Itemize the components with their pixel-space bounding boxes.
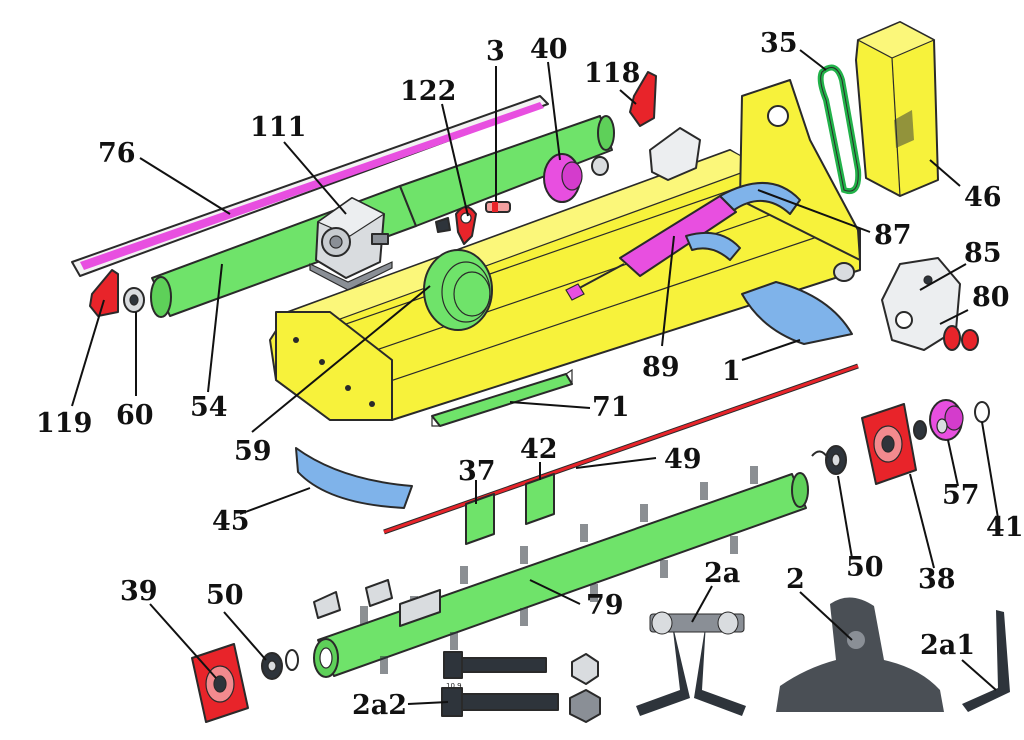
bracket-part-118 [629, 71, 657, 127]
callout-89: 89 [642, 352, 680, 383]
callout-38: 38 [918, 564, 956, 595]
callout-60: 60 [116, 400, 154, 431]
bolt-grade-marking: 10.9 [446, 682, 462, 690]
hub-part-80 [943, 325, 979, 351]
callout-2a: 2a [704, 558, 740, 589]
plate-part-37 [465, 493, 495, 545]
callout-111: 111 [250, 112, 306, 143]
callout-45: 45 [212, 506, 250, 537]
bearing-part-50-left [261, 649, 299, 680]
callout-40: 40 [530, 34, 568, 65]
callout-41: 41 [986, 512, 1024, 543]
callout-122: 122 [400, 76, 456, 107]
callout-labels: 3 40 122 111 118 35 46 76 87 85 80 89 1 … [36, 28, 1024, 721]
callout-85: 85 [964, 238, 1002, 269]
bracket-part-119 [89, 269, 119, 317]
hammer-blade-part-2 [776, 597, 944, 712]
callout-37: 37 [458, 456, 496, 487]
bearing-plate-part-39 [191, 643, 249, 723]
hinge-bracket [649, 127, 701, 181]
guard-bracket-part-87 [685, 182, 801, 261]
callout-39: 39 [120, 576, 158, 607]
callout-3: 3 [486, 36, 505, 67]
bolt-and-nut-large-part-2a2 [441, 687, 601, 723]
pulley-part-57 [913, 399, 964, 441]
callout-2: 2 [786, 564, 805, 595]
flail-brackets [313, 579, 441, 627]
callout-2a2: 2a2 [352, 690, 407, 721]
callout-79: 79 [586, 590, 624, 621]
callout-2a1: 2a1 [920, 630, 975, 661]
bearing-part-60 [123, 287, 145, 313]
callout-71: 71 [592, 392, 630, 423]
rotor-shaft-part-79 [313, 466, 809, 678]
callout-119: 119 [36, 408, 92, 439]
callout-76: 76 [98, 138, 136, 169]
callout-59: 59 [234, 436, 272, 467]
side-guard-part-45 [295, 447, 413, 509]
drive-belt-part-35 [817, 64, 862, 194]
skid-plate-part-71 [431, 368, 573, 427]
leader-lines [71, 49, 999, 705]
callout-46: 46 [964, 182, 1002, 213]
callout-50-left: 50 [206, 580, 244, 611]
rod-part-49 [383, 363, 859, 535]
callout-1: 1 [722, 356, 741, 387]
callout-50-right: 50 [846, 552, 884, 583]
callout-49: 49 [664, 444, 702, 475]
callout-35: 35 [760, 28, 798, 59]
hydraulic-cylinder-part-89 [565, 195, 737, 301]
blade-pair-part-2a [636, 611, 746, 716]
side-guard-part-1 [741, 281, 853, 345]
plate-part-42 [525, 473, 555, 525]
pulley-part-40 [543, 153, 609, 203]
callout-80: 80 [972, 282, 1010, 313]
top-rail-part-76 [71, 95, 549, 277]
bolt-and-nut-small: 10.9 [443, 651, 599, 690]
belt-cover-part-46 [855, 21, 939, 197]
callout-57: 57 [942, 480, 980, 511]
callout-42: 42 [520, 434, 558, 465]
drum-ring-part-59 [423, 249, 493, 331]
bearing-plate-part-38 [861, 403, 917, 485]
pin-part-3 [485, 201, 511, 213]
snap-ring-part-41 [974, 401, 990, 423]
callout-87: 87 [874, 220, 912, 251]
blade-part-2a1 [962, 610, 1010, 712]
callout-118: 118 [584, 58, 640, 89]
bearing-part-50-right [811, 445, 847, 475]
bearing-housing-part-85 [833, 257, 961, 351]
callout-54: 54 [190, 392, 228, 423]
gearbox-part-111 [309, 197, 393, 291]
